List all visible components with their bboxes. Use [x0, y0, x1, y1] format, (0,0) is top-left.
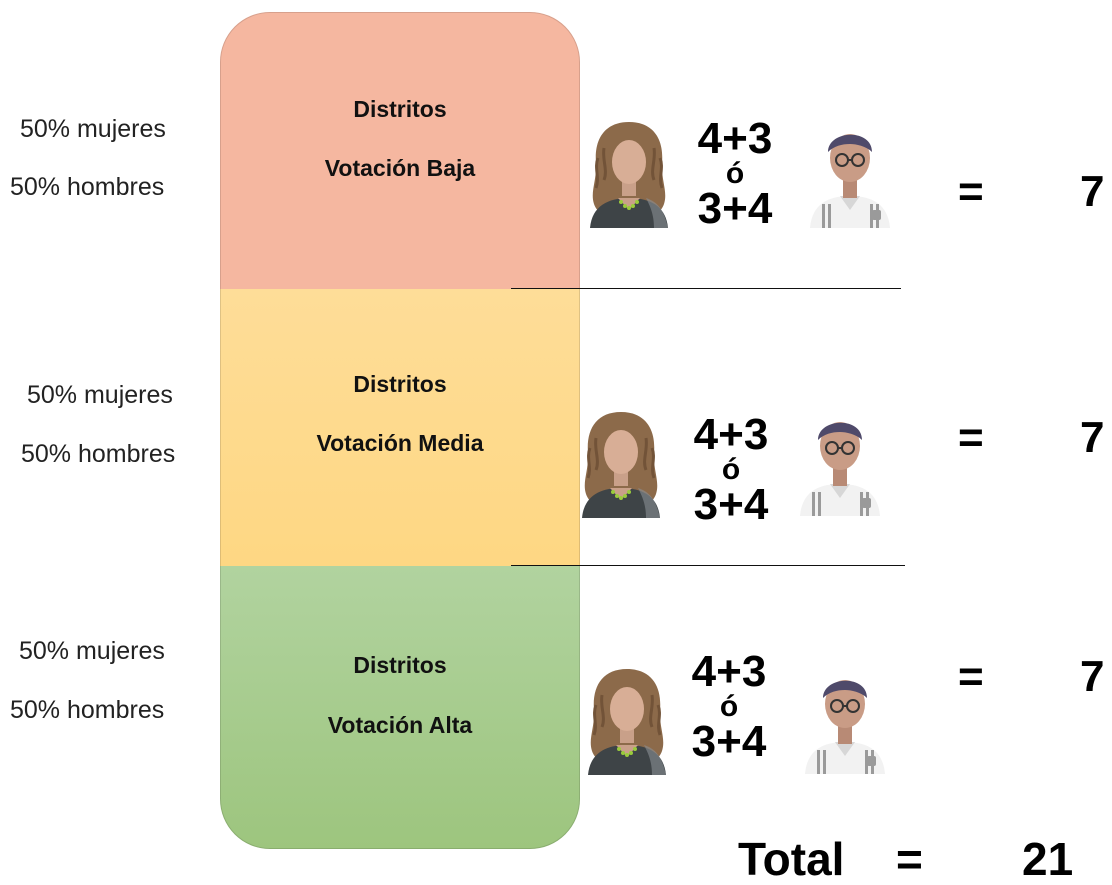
band-low-turnout: Distritos Votación Baja — [220, 12, 580, 290]
formula-second: 3+4 — [693, 480, 769, 529]
band-medium-turnout: Distritos Votación Media — [220, 289, 580, 566]
equals-sign: = — [958, 167, 984, 216]
district-category-column: Distritos Votación Baja Distritos Votaci… — [220, 12, 580, 849]
formula-low: 4+3 ó 3+4 — [680, 117, 790, 231]
man-avatar-icon — [800, 118, 900, 228]
formula-or: ó — [719, 690, 739, 723]
formula-first: 4+3 — [697, 114, 773, 163]
band-high-title: Distritos — [353, 652, 447, 678]
band-medium-subtitle: Votación Media — [316, 430, 484, 456]
row-result-medium: 7 — [1080, 413, 1105, 462]
row-result-low: 7 — [1080, 167, 1105, 216]
separator-line — [511, 288, 901, 289]
man-avatar-icon — [795, 664, 895, 774]
formula-first: 4+3 — [691, 647, 767, 696]
formula-or: ó — [725, 157, 745, 190]
formula-second: 3+4 — [691, 717, 767, 766]
formula-first: 4+3 — [693, 410, 769, 459]
equals-sign: = — [958, 413, 984, 462]
row-result-high: 7 — [1080, 652, 1105, 701]
separator-line — [511, 565, 905, 566]
women-percentage-high: 50% mujeres — [19, 637, 165, 665]
woman-avatar-icon — [576, 408, 666, 518]
men-percentage-low: 50% hombres — [10, 173, 165, 201]
woman-avatar-icon — [584, 118, 674, 228]
men-percentage-medium: 50% hombres — [21, 440, 176, 468]
formula-medium: 4+3 ó 3+4 — [676, 413, 786, 527]
man-avatar-icon — [790, 406, 890, 516]
band-low-subtitle: Votación Baja — [324, 155, 476, 181]
total-equals: = — [896, 833, 923, 885]
band-medium-title: Distritos — [353, 371, 447, 397]
band-high-turnout: Distritos Votación Alta — [220, 566, 580, 849]
total-value: 21 — [1022, 833, 1074, 885]
band-high-subtitle: Votación Alta — [327, 712, 473, 738]
men-percentage-high: 50% hombres — [10, 696, 165, 724]
formula-second: 3+4 — [697, 184, 773, 233]
formula-high: 4+3 ó 3+4 — [674, 650, 784, 764]
equals-sign: = — [958, 652, 984, 701]
women-percentage-medium: 50% mujeres — [27, 381, 173, 409]
total-label: Total — [738, 833, 845, 885]
formula-or: ó — [721, 453, 741, 486]
band-low-title: Distritos — [353, 96, 447, 122]
woman-avatar-icon — [582, 665, 672, 775]
women-percentage-low: 50% mujeres — [20, 115, 166, 143]
